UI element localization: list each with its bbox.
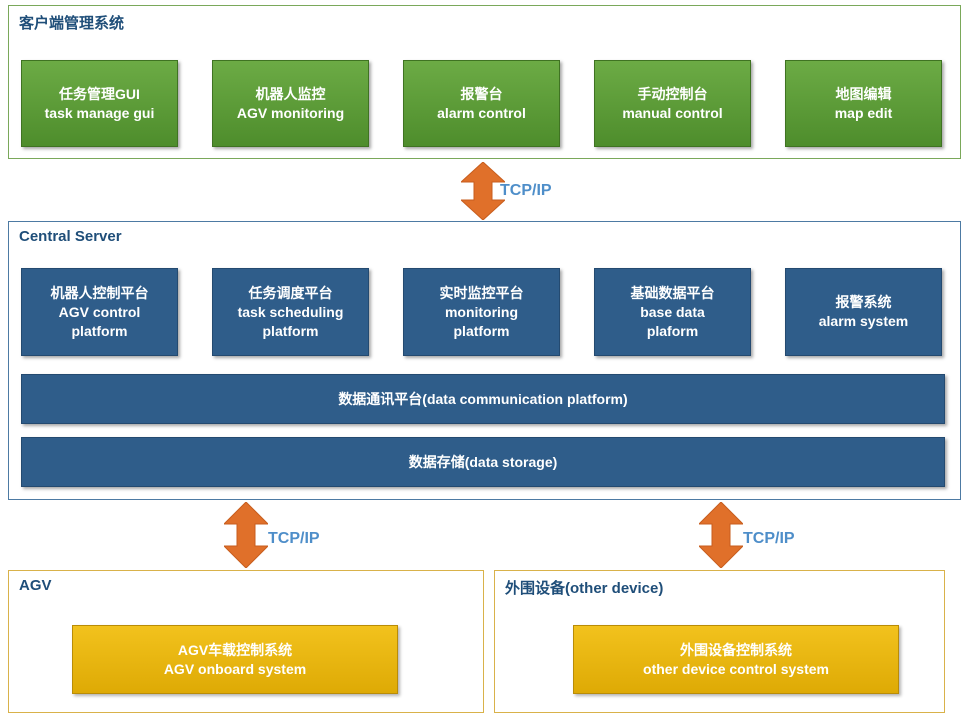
- module-label-en: task scheduling: [237, 303, 344, 320]
- module-label-cn: 机器人监控: [255, 85, 326, 102]
- module-manual-control: 手动控制台 manual control: [594, 60, 751, 147]
- device-panel-title: 外围设备(other device): [505, 580, 664, 597]
- module-label-en: alarm system: [818, 313, 909, 329]
- agv-panel-title: AGV: [19, 577, 52, 594]
- module-agv-control-platform: 机器人控制平台 AGV control platform: [21, 268, 178, 356]
- module-label-en-2: platform: [453, 322, 510, 339]
- double-arrow-icon: [461, 162, 505, 220]
- module-label-en: monitoring: [444, 303, 519, 320]
- device-system-label-en: other device control system: [643, 660, 829, 677]
- data-communication-platform: 数据通讯平台(data communication platform): [21, 374, 945, 424]
- agv-system-label-cn: AGV车载控制系统: [177, 641, 293, 658]
- module-map-edit: 地图编辑 map edit: [785, 60, 942, 147]
- data-storage: 数据存储(data storage): [21, 437, 945, 487]
- other-device-control-system: 外围设备控制系统 other device control system: [573, 625, 899, 694]
- module-label-en: base data: [640, 303, 705, 320]
- tcp-ip-label-left: TCP/IP: [268, 530, 320, 547]
- module-label-cn: 机器人控制平台: [50, 284, 149, 301]
- module-label-en: manual control: [622, 104, 723, 121]
- module-task-manage-gui: 任务管理GUI task manage gui: [21, 60, 178, 147]
- double-arrow-icon: [699, 502, 743, 568]
- module-base-data-platform: 基础数据平台 base data plaform: [594, 268, 751, 356]
- module-alarm-system: 报警系统 alarm system: [785, 268, 942, 356]
- central-server-title: Central Server: [19, 228, 122, 245]
- module-label-cn: 手动控制台: [637, 85, 708, 102]
- module-label-cn: 任务调度平台: [248, 284, 333, 301]
- storage-label: 数据存储(data storage): [408, 453, 558, 470]
- module-label-en-2: platform: [262, 322, 319, 339]
- communication-label: 数据通讯平台(data communication platform): [338, 390, 628, 407]
- module-label-cn: 基础数据平台: [630, 284, 715, 301]
- module-monitoring-platform: 实时监控平台 monitoring platform: [403, 268, 560, 356]
- module-task-scheduling-platform: 任务调度平台 task scheduling platform: [212, 268, 369, 356]
- module-label-en: task manage gui: [44, 104, 155, 121]
- module-label-en: alarm control: [437, 104, 526, 121]
- tcp-ip-label-right: TCP/IP: [743, 530, 795, 547]
- module-label-cn: 报警系统: [835, 294, 892, 310]
- module-alarm-control: 报警台 alarm control: [403, 60, 560, 147]
- client-panel-title: 客户端管理系统: [19, 15, 125, 32]
- module-label-en-2: platform: [71, 322, 128, 339]
- agv-system-label-en: AGV onboard system: [163, 660, 307, 677]
- module-agv-monitoring: 机器人监控 AGV monitoring: [212, 60, 369, 147]
- module-label-cn: 报警台: [460, 85, 503, 102]
- module-label-en: AGV control: [58, 303, 141, 320]
- module-label-cn: 任务管理GUI: [59, 85, 140, 102]
- device-system-label-cn: 外围设备控制系统: [680, 641, 792, 658]
- module-label-en-2: plaform: [646, 322, 699, 339]
- module-label-en: map edit: [834, 104, 893, 121]
- double-arrow-icon: [224, 502, 268, 568]
- module-label-cn: 实时监控平台: [439, 284, 524, 301]
- tcp-ip-label-top: TCP/IP: [500, 182, 552, 199]
- agv-onboard-system: AGV车载控制系统 AGV onboard system: [72, 625, 398, 694]
- module-label-en: AGV monitoring: [236, 104, 345, 121]
- module-label-cn: 地图编辑: [835, 85, 892, 102]
